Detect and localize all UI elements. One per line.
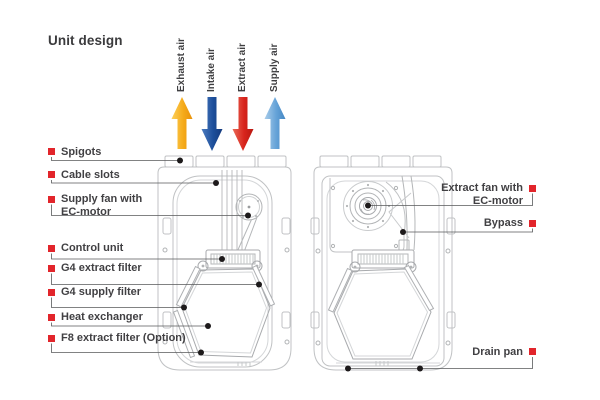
red-square-marker	[48, 171, 55, 178]
supply-air-label: Supply air	[269, 43, 280, 92]
callout-supply-fan: Supply fan with EC-motor	[48, 193, 153, 219]
extract-fan	[343, 181, 393, 231]
red-square-marker	[48, 148, 55, 155]
red-square-marker	[48, 244, 55, 252]
callout-g4-extract-filter: G4 extract filter	[48, 262, 142, 275]
callout-label: Heat exchanger	[61, 311, 143, 323]
callout-control-unit: Control unit	[48, 242, 123, 255]
supply-unit-drawing	[157, 155, 292, 371]
airflow-arrows	[171, 97, 286, 151]
callout-bypass: Bypass	[484, 217, 536, 230]
callout-label: Cable slots	[61, 168, 120, 181]
drain-pan	[336, 361, 440, 366]
extract-air-arrow-down	[232, 97, 254, 151]
callout-g4-supply-filter: G4 supply filter	[48, 286, 141, 299]
exhaust-air-arrow-up	[171, 97, 193, 149]
filter-strips-left	[172, 264, 276, 359]
spigots-row-left	[164, 155, 287, 168]
callout-label: Extract fan with EC-motor	[441, 182, 523, 207]
callout-spigots: Spigots	[48, 146, 101, 159]
red-square-marker	[48, 334, 55, 342]
callout-label: Drain pan	[472, 345, 523, 358]
callout-label: Bypass	[483, 217, 523, 229]
callout-label: F8 extract filter (Option)	[61, 332, 186, 344]
intake-air-arrow-down	[201, 97, 223, 151]
callout-f8-extract-filter: F8 extract filter (Option)	[48, 332, 186, 345]
callout-extract-fan: Extract fan with EC-motor	[431, 182, 536, 208]
callout-label: Spigots	[61, 145, 102, 158]
red-square-marker	[529, 184, 536, 192]
extract-air-label: Extract air	[237, 43, 248, 92]
callout-label: Supply fan with EC-motor	[61, 193, 143, 218]
page-title: Unit design	[48, 33, 123, 48]
callout-dots	[177, 157, 423, 372]
callout-cable-slots: Cable slots	[48, 169, 120, 182]
exhaust-air-label: Exhaust air	[176, 38, 187, 92]
red-square-marker	[48, 195, 55, 203]
callout-label: G4 supply filter	[61, 286, 142, 298]
intake-air-label: Intake air	[206, 48, 217, 92]
callout-label: G4 extract filter	[61, 262, 142, 274]
screws-right	[315, 185, 451, 346]
supply-air-arrow-up	[264, 97, 286, 149]
control-unit-right	[349, 249, 417, 273]
spigots-row-right	[319, 155, 442, 168]
red-square-marker	[529, 348, 536, 355]
red-square-marker	[48, 264, 55, 272]
filter-strips-right	[327, 264, 435, 313]
extract-unit-drawing	[310, 155, 456, 371]
bypass-channel	[401, 175, 416, 251]
callout-label: Control unit	[61, 242, 124, 254]
red-square-marker	[48, 313, 55, 321]
callout-lines	[51, 157, 533, 369]
red-square-marker	[529, 219, 536, 227]
red-square-marker	[48, 288, 55, 296]
callout-heat-exchanger: Heat exchanger	[48, 311, 143, 324]
screws-left	[162, 247, 290, 345]
callout-drain-pan: Drain pan	[472, 346, 536, 359]
heat-exchanger-right	[333, 268, 432, 360]
